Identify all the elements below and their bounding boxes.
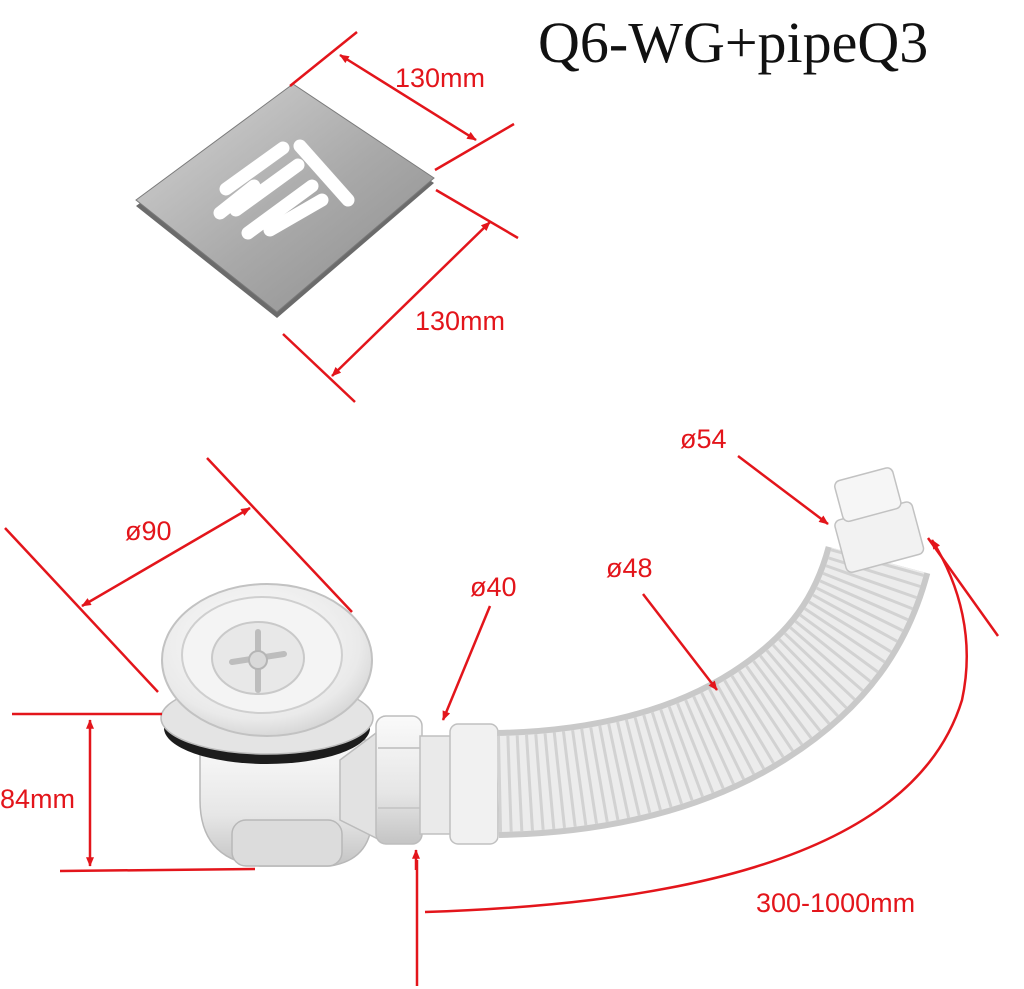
drain-trap — [160, 583, 381, 867]
flexible-hose — [496, 467, 931, 838]
hose-diameter-label: ø48 — [606, 553, 653, 583]
dimension-labels: 130mm 130mm ø90 84mm ø40 ø48 ø54 300-100… — [0, 63, 915, 918]
grate-slots — [213, 139, 355, 240]
outlet-diameter-label: ø40 — [470, 572, 517, 602]
dimension-lines — [4, 31, 1000, 986]
steel-grate — [135, 83, 435, 318]
hose-length-label: 300-1000mm — [756, 888, 915, 918]
grate-depth-label: 130mm — [415, 306, 505, 336]
end-diameter-label: ø54 — [680, 424, 727, 454]
trap-diameter-label: ø90 — [125, 516, 172, 546]
grate-width-label: 130mm — [395, 63, 485, 93]
trap-height-label: 84mm — [0, 784, 75, 814]
product-title: Q6-WG+pipeQ3 — [538, 10, 928, 75]
pipe-fittings — [375, 715, 499, 845]
